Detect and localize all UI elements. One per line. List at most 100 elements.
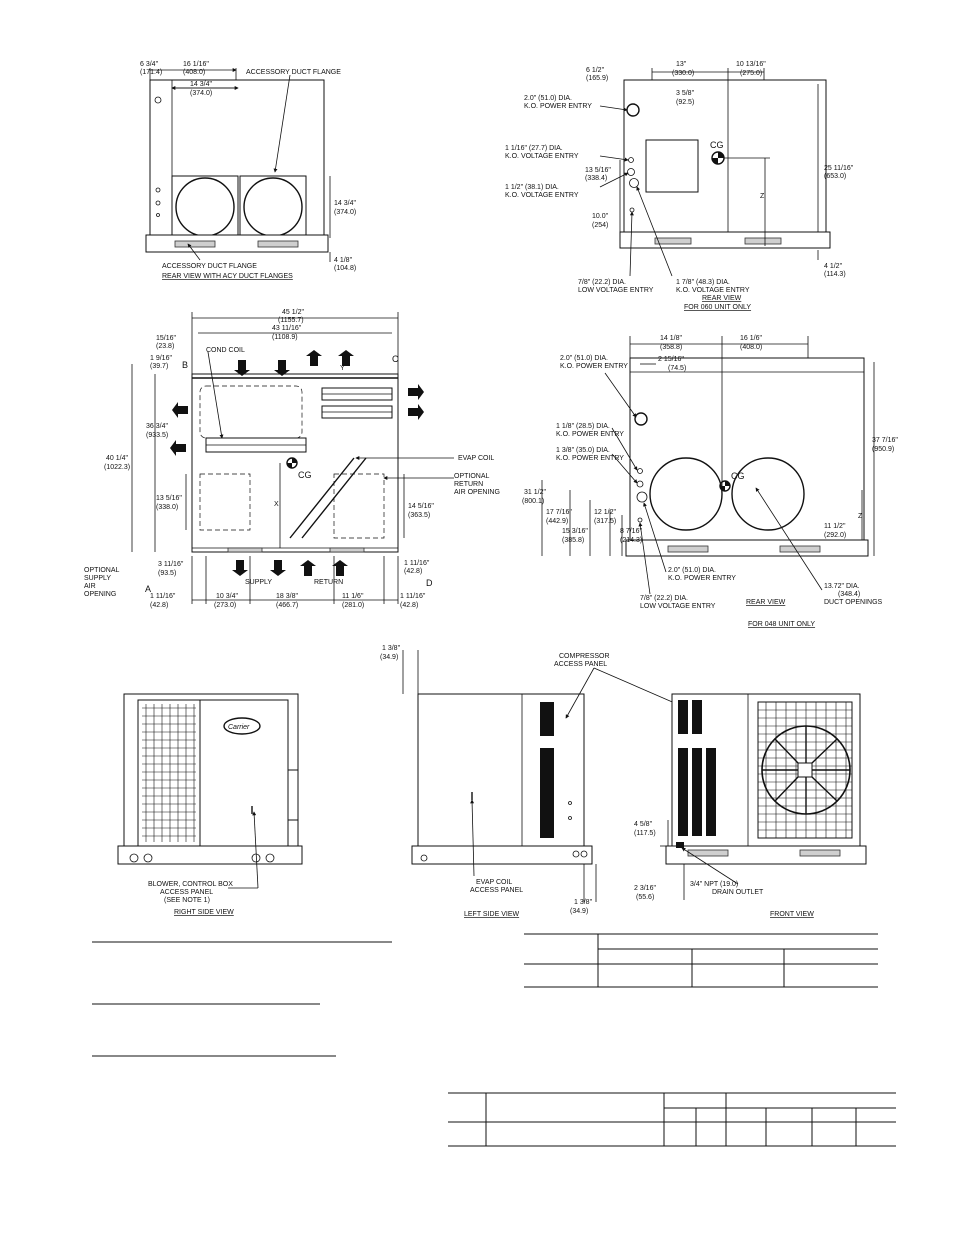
dim-label: 16 1/6" (740, 335, 762, 342)
dim-label: 13" (676, 61, 687, 68)
callout-label: EVAP COIL (476, 879, 512, 886)
dim-label: (23.8) (156, 343, 174, 350)
duct-flange-left (171, 175, 239, 239)
rear-view-duct-flanges: 6 3/4" (171.4) 16 1/16" (408.0) 14 3/4" … (140, 61, 356, 280)
dim-label: 8 7/16" (620, 528, 642, 535)
corner-label: B (182, 360, 188, 370)
dim-label: 15 3/16" (562, 528, 588, 535)
dim-label: 45 1/2" (282, 309, 304, 316)
callout-label: K.O. POWER ENTRY (556, 455, 624, 462)
callout-label: DUCT OPENINGS (824, 599, 883, 606)
axis-label: X (274, 501, 279, 508)
corner-label: D (426, 578, 433, 588)
dim-label: (466.7) (276, 602, 298, 609)
dim-label: (374.0) (334, 209, 356, 216)
top-view: 45 1/2" (1155.7) 43 11/16" (1108.9) 15/1… (84, 309, 500, 609)
dim-label: (55.6) (636, 894, 654, 901)
dim-label: 43 11/16" (272, 325, 302, 332)
callout-label: RETURN (454, 481, 483, 488)
dim-label: 14 3/4" (190, 81, 212, 88)
callout-label: 13.72" DIA. (824, 583, 860, 590)
dim-label: (117.5) (634, 830, 656, 837)
callout-label: ACCESS PANEL (160, 889, 213, 896)
dim-label: (1022.3) (104, 464, 130, 471)
view-subtitle: FOR 048 UNIT ONLY (748, 621, 815, 628)
dim-label: (338.0) (156, 504, 178, 511)
callout-label: ACCESSORY DUCT FLANGE (162, 263, 257, 270)
dim-label: (385.8) (562, 537, 584, 544)
callout-label: 1 1/16" (27.7) DIA. (505, 145, 563, 152)
callout-label: K.O. POWER ENTRY (560, 363, 628, 370)
callout-label: K.O. POWER ENTRY (668, 575, 736, 582)
carrier-logo (223, 717, 261, 735)
callout-label: (348.4) (838, 591, 860, 598)
cg-label: CG (710, 140, 724, 150)
dim-label: (950.9) (872, 446, 894, 453)
axis-label: Y (340, 365, 345, 372)
dim-label: 14 5/16" (408, 503, 434, 510)
logo-text: Carrier (228, 724, 250, 731)
dim-label: 15/16" (156, 335, 177, 342)
callout-label: SUPPLY (84, 575, 111, 582)
dim-label: 11 1/2" (824, 523, 846, 530)
dim-label: (42.8) (400, 602, 418, 609)
dim-label: 37 7/16" (872, 437, 898, 444)
dim-label: (74.5) (668, 365, 686, 372)
dim-label: (214.3) (620, 537, 642, 544)
dim-label: (358.8) (660, 344, 682, 351)
view-title: REAR VIEW (702, 295, 742, 302)
callout-label: OPTIONAL (84, 567, 120, 574)
dim-label: (933.5) (146, 432, 168, 439)
callout-label: LOW VOLTAGE ENTRY (640, 603, 716, 610)
flow-label: SUPPLY (245, 579, 272, 586)
dim-label: 14 1/8" (660, 335, 682, 342)
dim-label: (292.0) (824, 532, 846, 539)
dim-label: (653.0) (824, 173, 846, 180)
callout-label: 2.0" (51.0) DIA. (668, 567, 716, 574)
callout-label: OPTIONAL (454, 473, 490, 480)
dim-label: 10.0" (592, 213, 609, 220)
view-title: REAR VIEW (746, 599, 786, 606)
view-subtitle: FOR 060 UNIT ONLY (684, 304, 751, 311)
blank-table-lower (448, 1092, 896, 1147)
dim-label: 10 3/4" (216, 593, 238, 600)
callout-label: 7/8" (22.2) DIA. (578, 279, 626, 286)
dim-label: 12 1/2" (594, 509, 616, 516)
dim-label: (273.0) (214, 602, 236, 609)
callout-label: 2.0" (51.0) DIA. (524, 95, 572, 102)
right-side-view: Carrier BLOWER, CONTROL BOX ACCESS PANEL… (117, 693, 303, 916)
dim-label: 2 3/16" (634, 885, 656, 892)
dim-label: (42.8) (150, 602, 168, 609)
dim-label: 13 5/16" (156, 495, 182, 502)
dim-label: (93.5) (158, 570, 176, 577)
dim-label: 36 3/4" (146, 423, 168, 430)
callout-label: 1 7/8" (48.3) DIA. (676, 279, 730, 286)
dim-label: (171.4) (140, 69, 162, 76)
cg-label: CG (731, 471, 745, 481)
blank-table-upper (524, 933, 878, 988)
view-title: LEFT SIDE VIEW (464, 911, 519, 918)
callout-label: K.O. VOLTAGE ENTRY (505, 153, 579, 160)
callout-label: 1 1/8" (28.5) DIA. (556, 423, 610, 430)
duct-flange-right (239, 175, 307, 239)
dim-label: (408.0) (740, 344, 762, 351)
dim-label: 1 9/16" (150, 355, 172, 362)
dim-label: (254) (592, 222, 608, 229)
front-view: 4 5/8" (117.5) 2 3/16" (55.6) 3/4" NPT (… (634, 693, 867, 918)
rear-view-060: 6 1/2" (165.9) 13" (330.0) 10 13/16" (27… (505, 61, 854, 311)
callout-label: 1 1/2" (38.1) DIA. (505, 184, 559, 191)
dim-label: (39.7) (150, 363, 168, 370)
corner-label: A (145, 584, 151, 594)
callout-label: COMPRESSOR (559, 653, 610, 660)
corner-label: C (392, 354, 399, 364)
dim-label: 1 11/16" (404, 560, 430, 567)
dim-label: 14 3/4" (334, 200, 356, 207)
callout-label: BLOWER, CONTROL BOX (148, 881, 233, 888)
dim-label: (281.0) (342, 602, 364, 609)
rear-view-048: 14 1/8" (358.8) 16 1/6" (408.0) 2.0" (51… (522, 335, 898, 628)
dim-label: (92.5) (676, 99, 694, 106)
dim-label: 6 1/2" (586, 67, 605, 74)
left-side-view: 1 3/8" (34.9) COMPRESSOR ACCESS PANEL EV… (380, 645, 701, 918)
dim-label: 1 11/16" (400, 593, 426, 600)
